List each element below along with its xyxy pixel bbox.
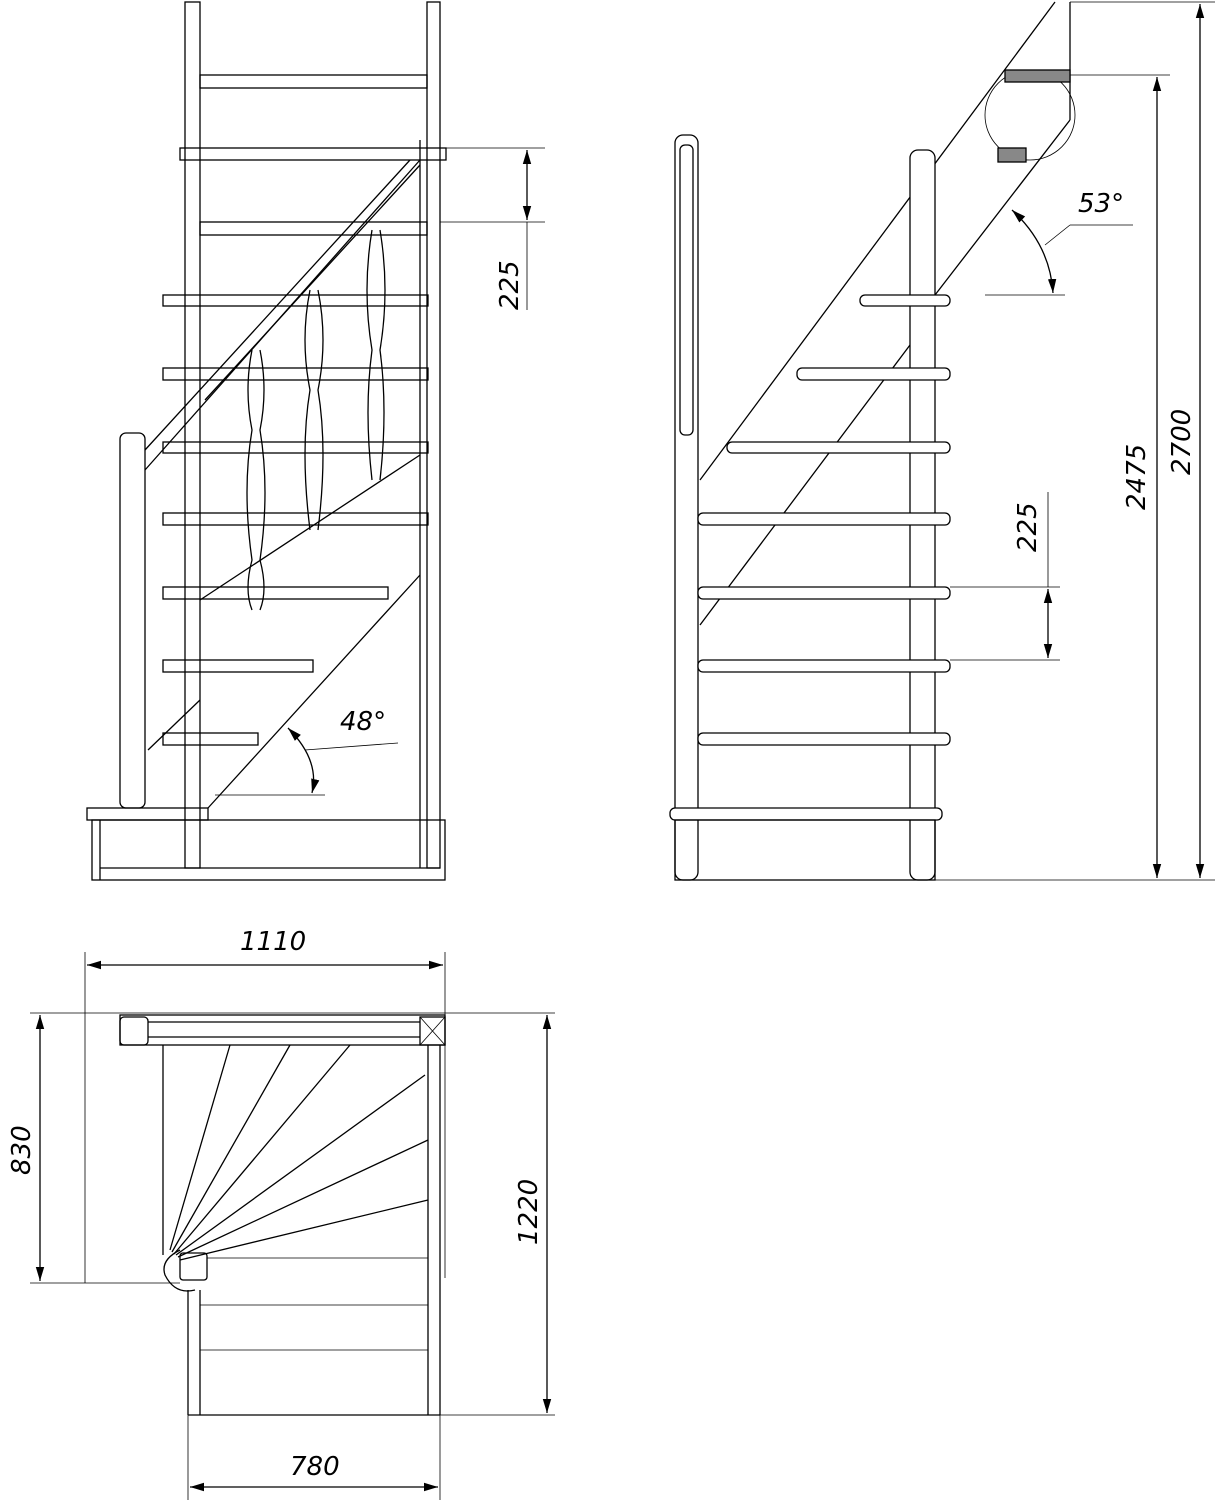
tread bbox=[162, 294, 429, 307]
handrail-post bbox=[674, 134, 699, 881]
base bbox=[91, 819, 446, 881]
bottom-tread bbox=[669, 807, 943, 821]
newel-post bbox=[179, 1252, 208, 1281]
base bbox=[674, 819, 936, 881]
landing-depth-label: 830 bbox=[7, 1125, 37, 1175]
tread bbox=[697, 659, 951, 673]
tread bbox=[162, 586, 389, 600]
tread bbox=[162, 659, 314, 673]
tread bbox=[859, 294, 951, 307]
tread bbox=[162, 441, 429, 454]
tread bbox=[162, 512, 429, 526]
tread bbox=[697, 586, 951, 600]
tread bbox=[697, 732, 951, 746]
angle-label: 48° bbox=[340, 707, 386, 737]
length-label: 1220 bbox=[514, 1179, 544, 1245]
landing-tread bbox=[86, 807, 209, 821]
post bbox=[419, 1016, 446, 1046]
newel-post bbox=[119, 432, 146, 809]
tread bbox=[199, 221, 428, 236]
top-rail bbox=[119, 1014, 446, 1046]
width-label: 1110 bbox=[240, 927, 306, 957]
winder-treads bbox=[169, 1044, 429, 1261]
stringer bbox=[207, 574, 421, 809]
post bbox=[119, 1016, 149, 1046]
left-post bbox=[184, 1, 201, 869]
tread bbox=[179, 147, 447, 161]
total-height-label: 2700 bbox=[1167, 409, 1197, 475]
section-hatch bbox=[1004, 69, 1071, 83]
tread bbox=[796, 367, 951, 381]
tread bbox=[162, 732, 259, 746]
riser-height-label: 225 bbox=[495, 260, 525, 310]
tread bbox=[726, 441, 951, 454]
landing-height-label: 2475 bbox=[1122, 444, 1152, 510]
tread bbox=[162, 367, 429, 381]
top-rail bbox=[199, 74, 428, 89]
flight-width-label: 780 bbox=[290, 1452, 340, 1482]
stringer bbox=[699, 1, 1056, 481]
balusters bbox=[246, 229, 386, 611]
right-post bbox=[426, 1, 441, 869]
plan-view: 1110 830 1220 780 bbox=[7, 927, 555, 1500]
front-view: 225 48° bbox=[86, 1, 545, 881]
tread bbox=[697, 512, 951, 526]
riser-height-label: 225 bbox=[1013, 502, 1043, 552]
angle-label: 53° bbox=[1078, 189, 1124, 219]
side-view: 53° 225 2475 2700 bbox=[669, 1, 1215, 881]
